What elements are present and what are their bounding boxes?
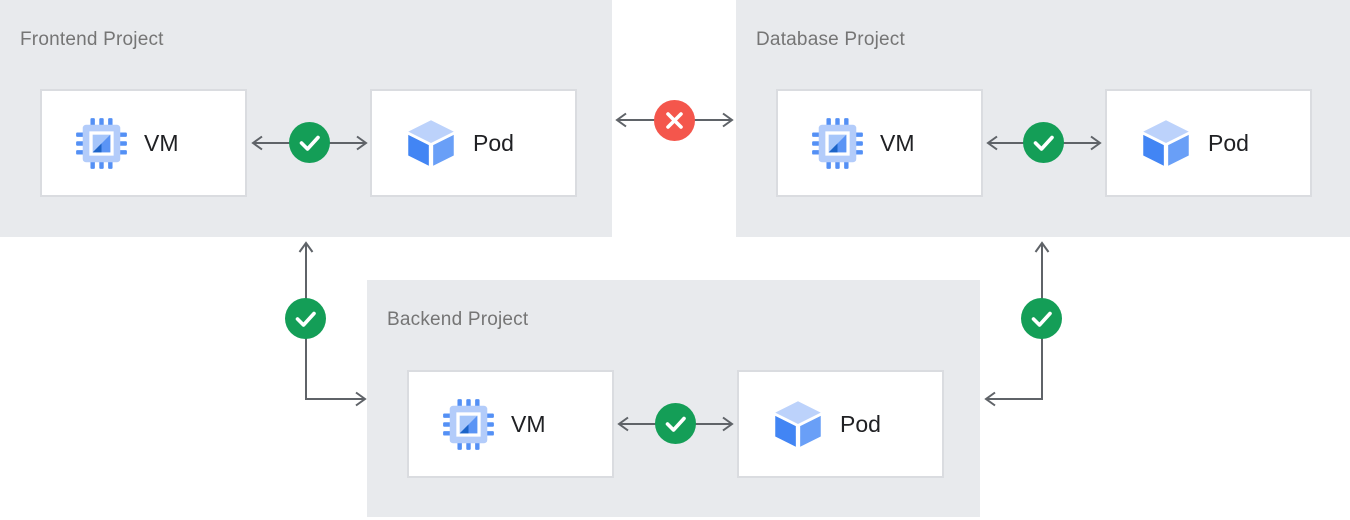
panel-title-database: Database Project <box>756 29 905 50</box>
pod-cube-icon <box>1140 117 1192 169</box>
panel-backend-project: Backend Project VM <box>367 280 980 517</box>
panel-database-project: Database Project VM <box>736 0 1350 237</box>
check-icon <box>1033 135 1054 151</box>
node-label: VM <box>511 410 546 437</box>
node-frontend-pod: Pod <box>370 89 577 197</box>
status-check-badge <box>289 122 330 163</box>
arrow-right-icon <box>355 391 367 407</box>
arrow-left-icon <box>615 112 627 128</box>
pod-cube-icon <box>772 398 824 450</box>
panel-frontend-project: Frontend Project VM <box>0 0 612 237</box>
status-check-badge <box>285 298 326 339</box>
check-icon <box>665 416 686 432</box>
check-icon <box>295 311 316 327</box>
status-check-badge <box>655 403 696 444</box>
arrow-left-icon <box>984 391 996 407</box>
panel-title-backend: Backend Project <box>387 309 529 330</box>
arrow-right-icon <box>722 112 734 128</box>
x-icon <box>666 112 683 129</box>
check-icon <box>299 135 320 151</box>
node-label: Pod <box>840 410 881 437</box>
node-label: Pod <box>1208 129 1249 156</box>
vm-chip-icon <box>442 398 495 451</box>
node-frontend-vm: VM <box>40 89 247 197</box>
arrow-up-icon <box>298 241 314 253</box>
vm-chip-icon <box>75 117 128 170</box>
status-check-badge <box>1023 122 1064 163</box>
node-backend-pod: Pod <box>737 370 944 478</box>
panel-title-frontend: Frontend Project <box>20 29 164 50</box>
check-icon <box>1031 311 1052 327</box>
status-blocked-badge <box>654 100 695 141</box>
vm-chip-icon <box>811 117 864 170</box>
pod-cube-icon <box>405 117 457 169</box>
node-label: Pod <box>473 129 514 156</box>
node-backend-vm: VM <box>407 370 614 478</box>
node-label: VM <box>880 129 915 156</box>
arrow-up-icon <box>1034 241 1050 253</box>
node-database-pod: Pod <box>1105 89 1312 197</box>
status-check-badge <box>1021 298 1062 339</box>
node-label: VM <box>144 129 179 156</box>
node-database-vm: VM <box>776 89 983 197</box>
